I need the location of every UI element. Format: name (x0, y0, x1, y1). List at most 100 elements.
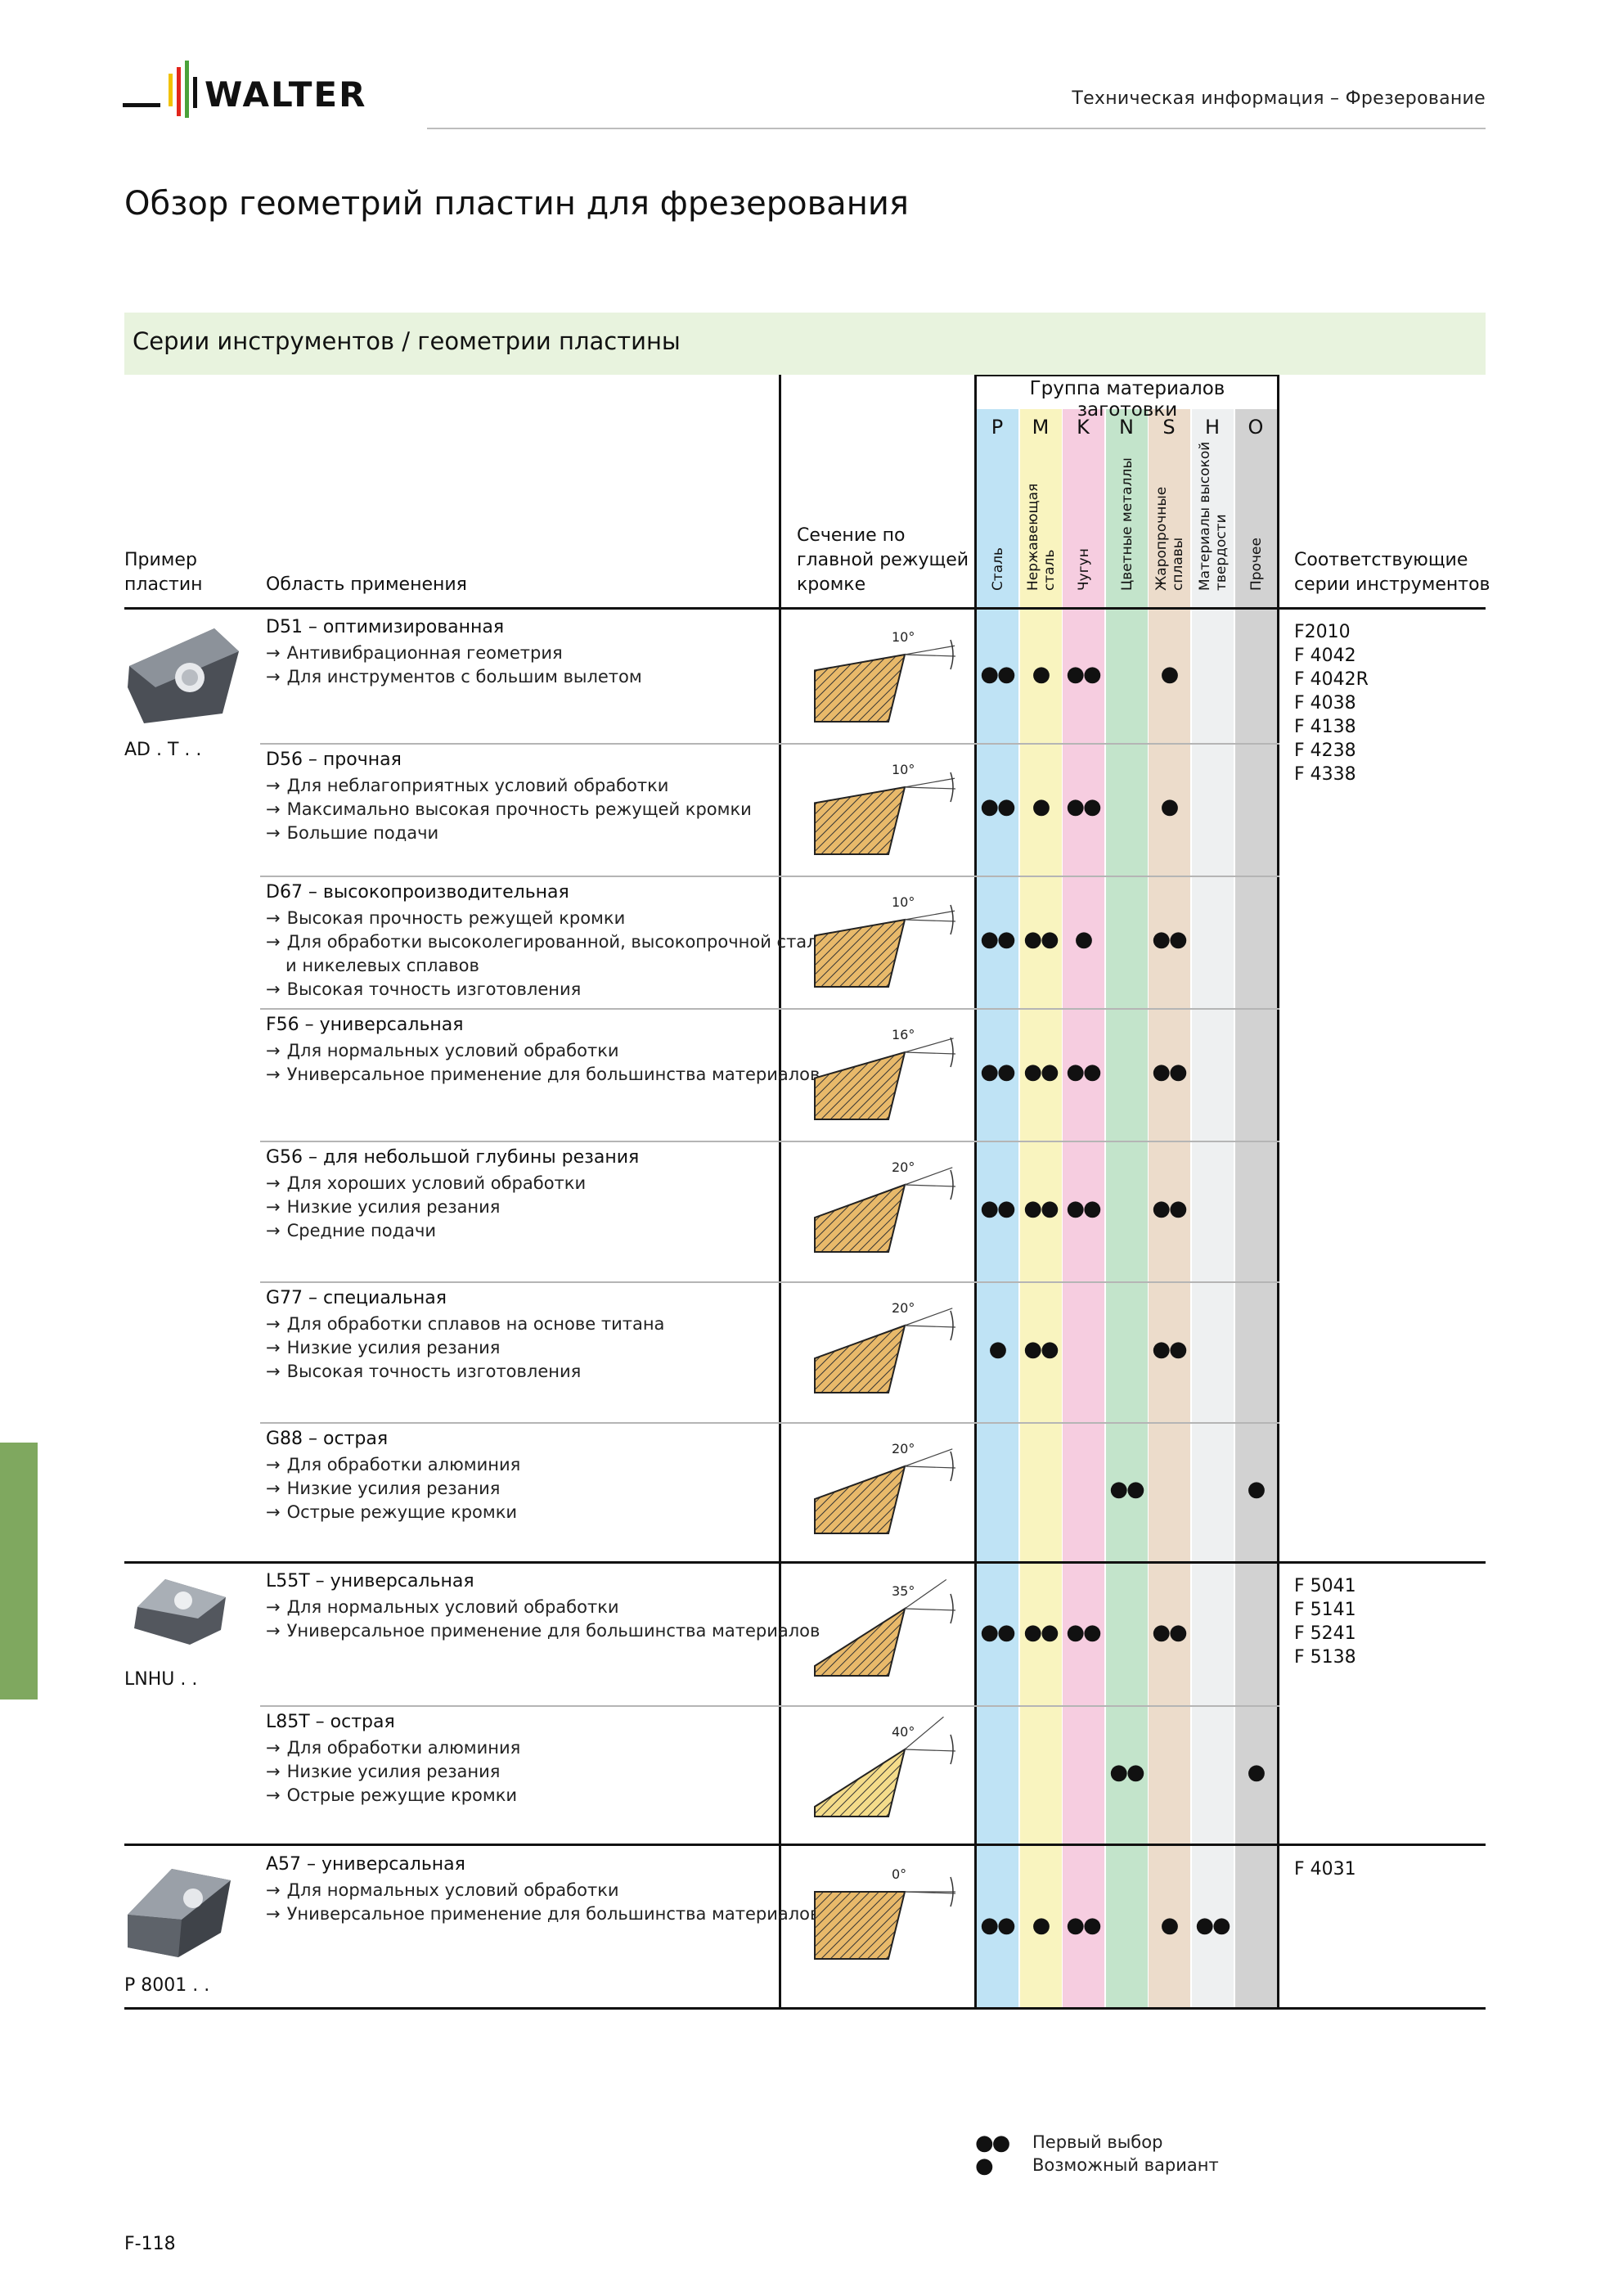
cutting-edge-section-diagram: 20° (814, 1159, 956, 1253)
row-separator (260, 1141, 1279, 1142)
arrow-icon: → (266, 1621, 281, 1641)
material-column-n (1106, 409, 1148, 2007)
section-band-title: Серии инструментов / геометрии пластины (133, 327, 681, 355)
suitability-mark: ●● (980, 927, 1015, 952)
arrow-icon: → (266, 1762, 281, 1781)
suitability-mark: ●● (1152, 1620, 1187, 1645)
suitability-mark: ●● (1066, 662, 1101, 687)
material-column-o (1235, 409, 1277, 2007)
row-bullet: →Для инструментов с большим вылетом (266, 667, 642, 687)
legend-possible-text: Возможный вариант (1032, 2155, 1219, 2175)
section-band (124, 313, 1486, 375)
group-rule-1 (124, 1561, 1486, 1564)
legend-possible-dots: ● (975, 2154, 994, 2178)
cutting-edge-section-diagram: 20° (814, 1300, 956, 1393)
arrow-icon: → (266, 776, 281, 795)
row-bullet: →Низкие усилия резания (266, 1197, 501, 1217)
arrow-icon: → (266, 1455, 281, 1474)
row-bullet: →Высокая прочность режущей кромки (266, 908, 626, 928)
divider-section (974, 375, 977, 2007)
row-bullet: →Высокая точность изготовления (266, 979, 582, 999)
cutting-edge-section-diagram: 20° (814, 1441, 956, 1534)
arrow-icon: → (266, 1597, 281, 1617)
suitability-mark: ●● (1109, 1477, 1144, 1501)
arrow-icon: → (266, 1221, 281, 1240)
row-bullet: →Максимально высокая прочность режущей к… (266, 799, 752, 819)
row-title: L85T – острая (266, 1712, 395, 1732)
arrow-icon: → (266, 979, 281, 999)
suitability-mark: ●● (980, 662, 1015, 687)
arrow-icon: → (266, 1338, 281, 1357)
row-bullet: →Высокая точность изготовления (266, 1362, 582, 1381)
cutting-edge-section-diagram: 10° (814, 894, 956, 988)
row-title: D56 – прочная (266, 750, 402, 770)
row-separator (260, 1422, 1279, 1424)
material-group-rule (977, 375, 1278, 376)
row-title: L55T – универсальная (266, 1571, 474, 1591)
row-bullet: →Для обработки сплавов на основе титана (266, 1314, 665, 1334)
angle-label: 35° (892, 1583, 915, 1599)
material-letter-h: H (1204, 416, 1221, 439)
row-bullet: →Для обработки высоколегированной, высок… (266, 932, 829, 952)
suitability-mark: ●● (1152, 1060, 1187, 1084)
header-section: Сечение по главной режущей кромке (797, 525, 969, 595)
insert-lnhu-image (134, 1579, 226, 1645)
suitability-mark: ●● (1066, 1060, 1101, 1084)
row-bullet: →Средние подачи (266, 1221, 437, 1240)
material-letter-s: S (1162, 416, 1176, 439)
row-bullet: и никелевых сплавов (285, 956, 479, 975)
arrow-icon: → (266, 1041, 281, 1060)
suitability-mark: ●● (1152, 927, 1187, 952)
cutting-edge-section-diagram: 0° (814, 1866, 956, 1960)
suitability-mark: ● (1160, 662, 1180, 687)
arrow-icon: → (266, 932, 281, 952)
divider-materials (1277, 375, 1279, 2007)
suitability-mark: ●● (980, 1913, 1015, 1938)
row-separator (260, 1281, 1279, 1283)
row-title: G88 – острая (266, 1429, 389, 1449)
page-title: Обзор геометрий пластин для фрезерования (124, 185, 909, 223)
suitability-mark: ●● (1109, 1760, 1144, 1785)
material-name-o: Прочее (1248, 538, 1265, 591)
insert-lnhu-label: LNHU . . (124, 1669, 198, 1690)
legend-first-choice-text: Первый выбор (1032, 2132, 1163, 2152)
svg-text:WALTER: WALTER (205, 74, 366, 115)
suitability-mark: ● (1160, 795, 1180, 819)
arrow-icon: → (266, 908, 281, 928)
suitability-mark: ● (988, 1337, 1008, 1362)
suitability-mark: ●● (1023, 927, 1059, 952)
arrow-icon: → (266, 1314, 281, 1334)
suitability-mark: ●● (1152, 1337, 1187, 1362)
arrow-icon: → (266, 1785, 281, 1805)
cutting-edge-section-diagram: 10° (814, 762, 956, 855)
row-bullet: →Для нормальных условий обработки (266, 1041, 619, 1060)
arrow-icon: → (266, 1502, 281, 1522)
row-separator (260, 743, 1279, 745)
row-bullet: →Для хороших условий обработки (266, 1173, 587, 1193)
material-column-k (1063, 409, 1104, 2007)
group-rule-2 (124, 1844, 1486, 1846)
divider-application (779, 375, 781, 2007)
row-bullet: →Для нормальных условий обработки (266, 1880, 619, 1900)
angle-label: 40° (892, 1724, 915, 1740)
table-bottom-rule (124, 2007, 1486, 2010)
suitability-mark: ●● (1066, 795, 1101, 819)
row-bullet: →Для обработки алюминия (266, 1455, 521, 1474)
material-column-h (1192, 409, 1234, 2007)
material-column-s (1149, 409, 1190, 2007)
arrow-icon: → (266, 1197, 281, 1217)
row-title: F56 – универсальная (266, 1015, 464, 1035)
cutting-edge-section-diagram: 10° (814, 629, 956, 723)
arrow-icon: → (266, 1173, 281, 1193)
header-rule (427, 128, 1486, 129)
row-bullet: →Для обработки алюминия (266, 1738, 521, 1758)
row-bullet: →Острые режущие кромки (266, 1785, 518, 1805)
angle-label: 0° (892, 1866, 906, 1882)
header-series: Соответствующие серии инструментов (1294, 550, 1490, 595)
angle-label: 10° (892, 762, 915, 777)
angle-label: 10° (892, 629, 915, 645)
angle-label: 20° (892, 1300, 915, 1316)
